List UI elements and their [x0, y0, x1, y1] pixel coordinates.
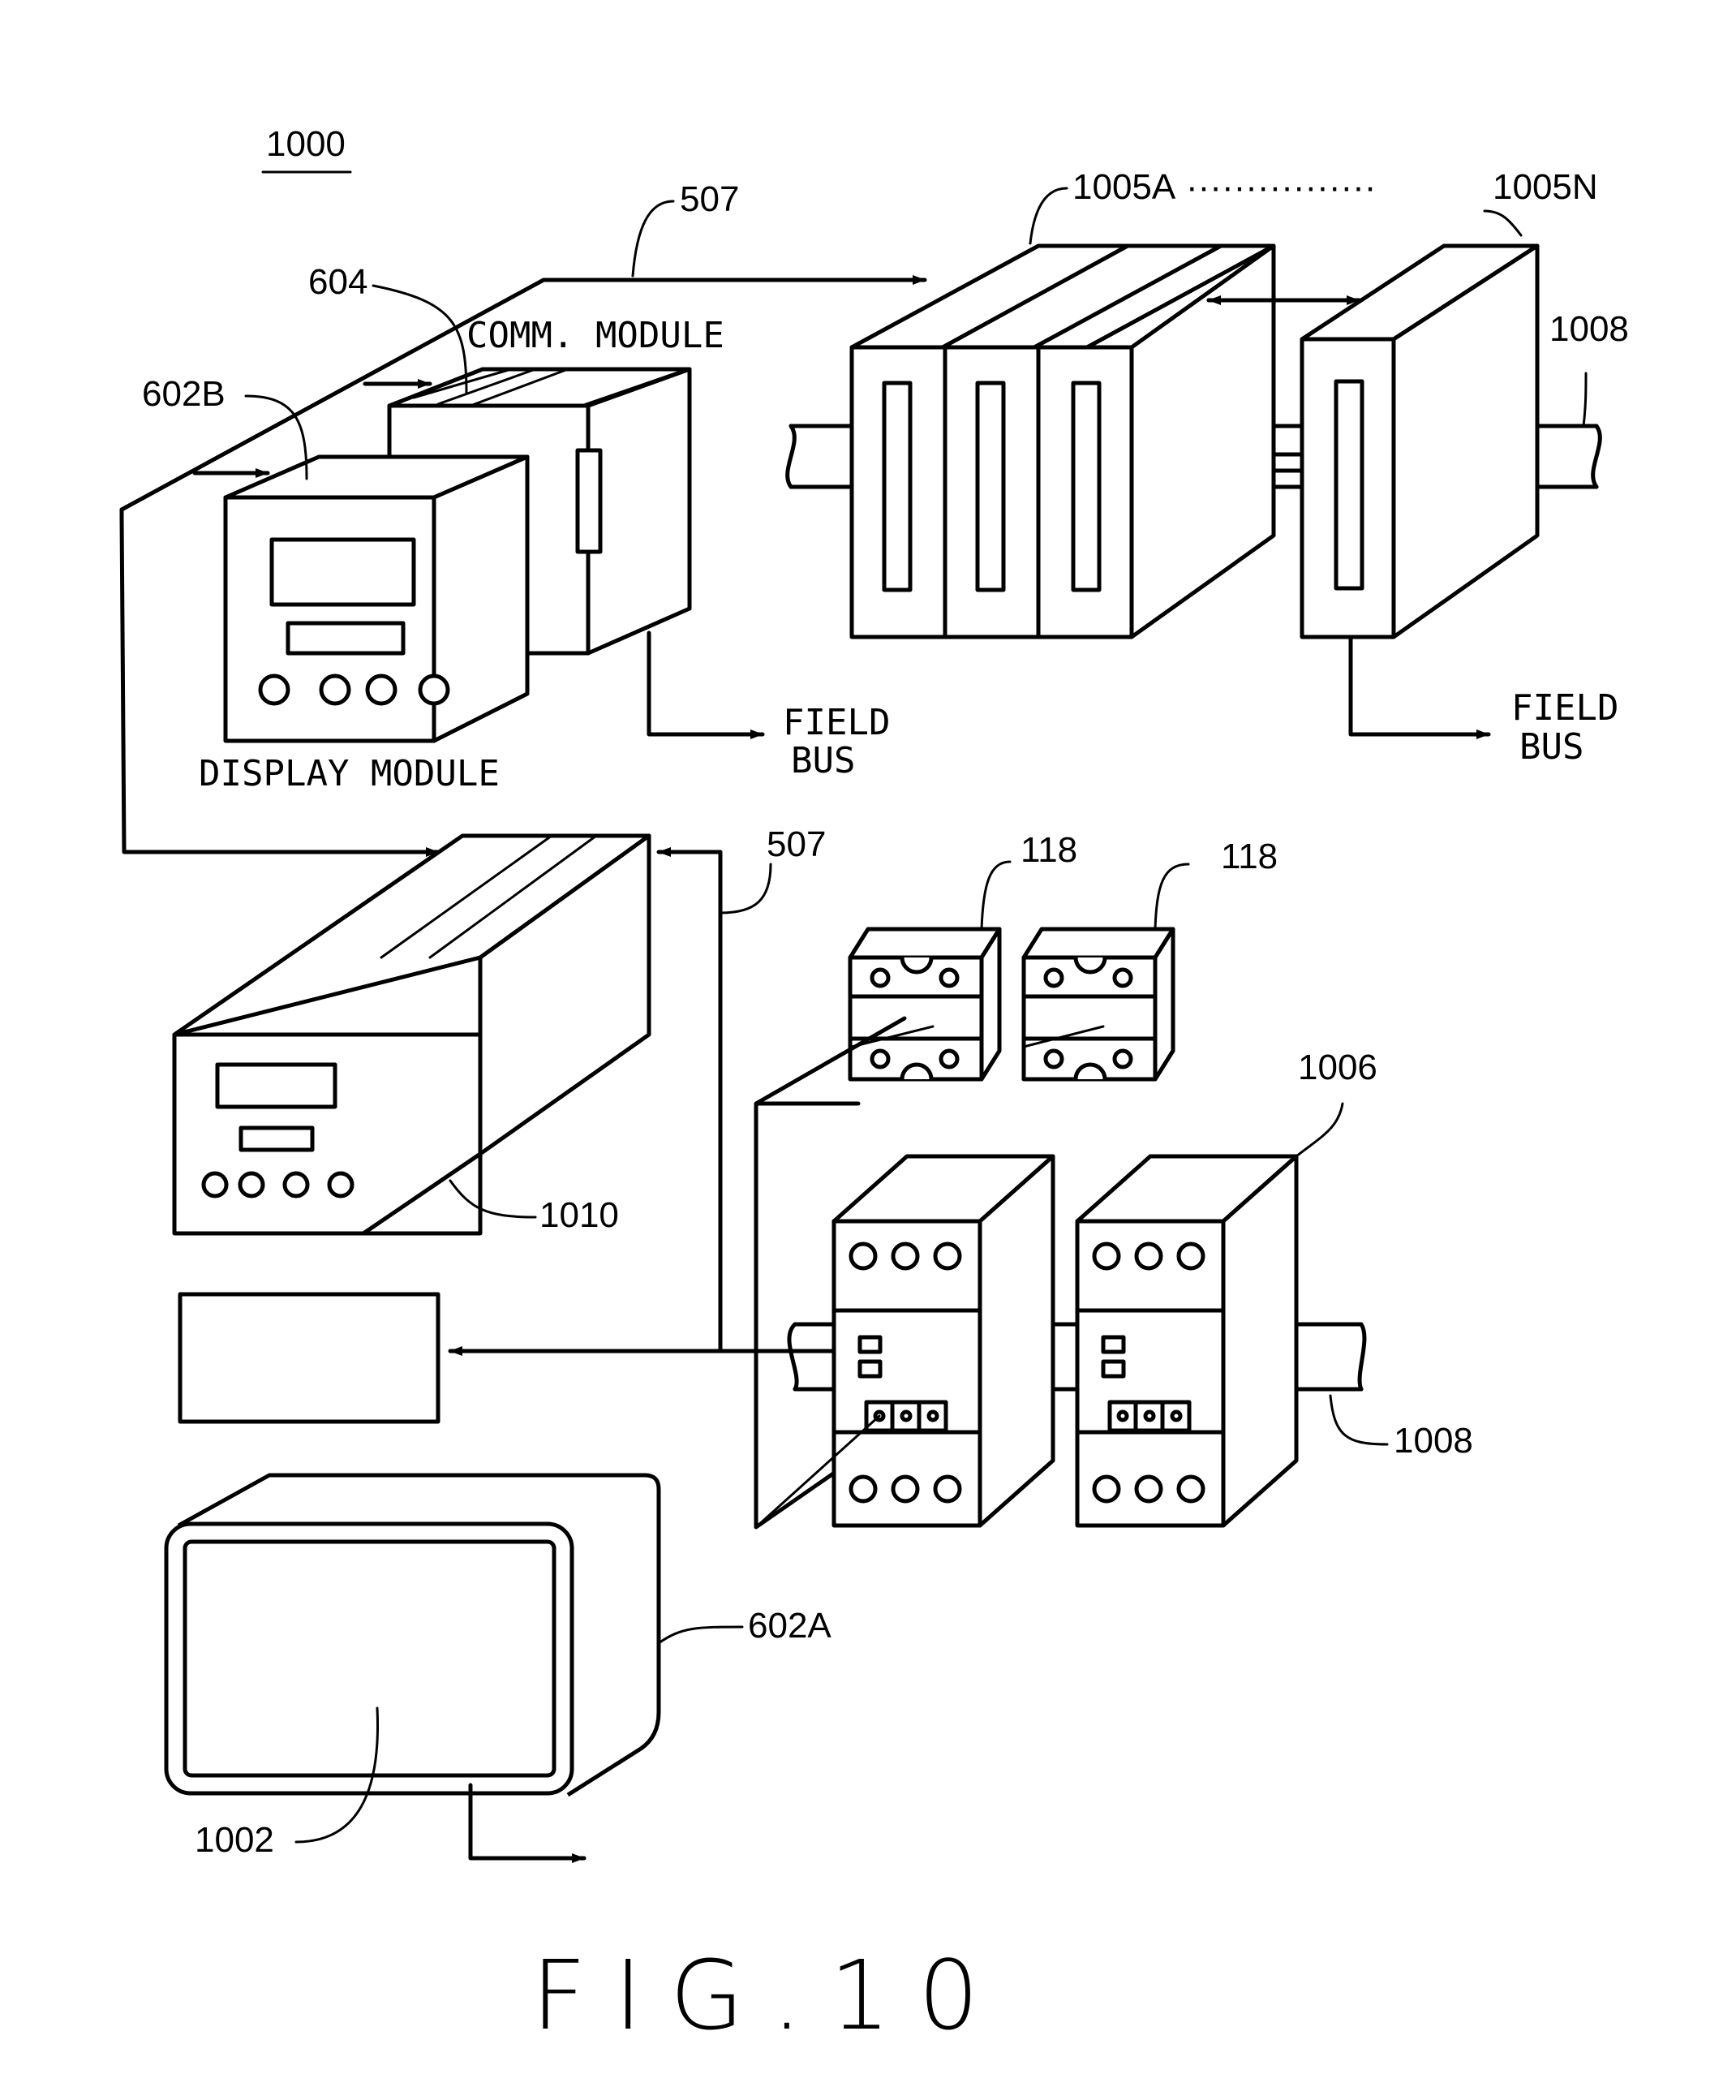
- contactor-left: [756, 1156, 1053, 1527]
- fieldbus-right-label-1: FIELD: [1511, 687, 1618, 729]
- io-dots: ················: [1186, 167, 1376, 207]
- comm-ref-label: 604: [308, 262, 367, 302]
- operator-terminal-602a: [166, 1475, 742, 1858]
- bus-mid-label: 507: [767, 824, 826, 864]
- io-first-label: 1005A: [1072, 167, 1176, 207]
- fieldbus-right-label-2: BUS: [1519, 726, 1583, 768]
- contactor-1006: [1077, 1104, 1343, 1526]
- display-ref-label: 602B: [142, 374, 226, 414]
- figure-ref-label: 1000: [266, 124, 346, 164]
- fieldbus-left-label-1: FIELD: [783, 702, 890, 743]
- screen-ref-label: 1002: [195, 1820, 274, 1860]
- display-name-label: DISPLAY MODULE: [199, 753, 500, 794]
- io-modules-1005a: [852, 188, 1274, 637]
- interface-box: [180, 1294, 438, 1422]
- controller-1010: [174, 836, 649, 1233]
- rail-top-label: 1008: [1549, 309, 1629, 349]
- io-last-label: 1005N: [1493, 167, 1598, 207]
- controller-ref-label: 1010: [539, 1195, 619, 1235]
- comm-ref-leader: [373, 286, 466, 394]
- bus-top-label: 507: [680, 179, 739, 219]
- relay-118-b: [1024, 864, 1188, 1079]
- fieldbus-left-label-2: BUS: [791, 740, 855, 781]
- relay-b-label: 118: [1221, 837, 1278, 876]
- display-module-602b: [226, 457, 527, 741]
- relay-118-a: [850, 862, 1010, 1079]
- rail-bottom-label: 1008: [1394, 1421, 1473, 1461]
- contactor-ref-label: 1006: [1298, 1048, 1377, 1087]
- comm-name-label: COMM. MODULE: [466, 315, 724, 356]
- relay-a-label: 118: [1021, 830, 1077, 870]
- terminal-ref-label: 602A: [748, 1606, 831, 1646]
- figure-caption: FIG.10: [531, 1939, 1007, 2051]
